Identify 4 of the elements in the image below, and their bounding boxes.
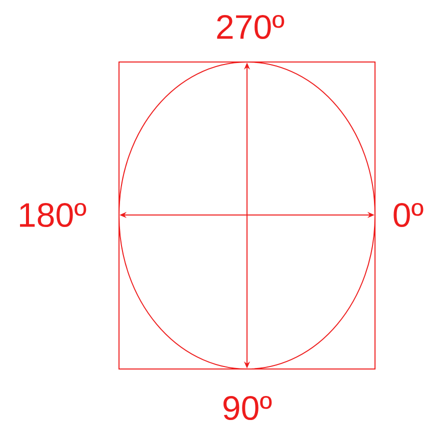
angle-label: 270º [217, 14, 284, 40]
angle-label: 180º [20, 202, 86, 228]
angle-label: 90º [223, 396, 272, 420]
angle-label: 0º [394, 202, 424, 228]
